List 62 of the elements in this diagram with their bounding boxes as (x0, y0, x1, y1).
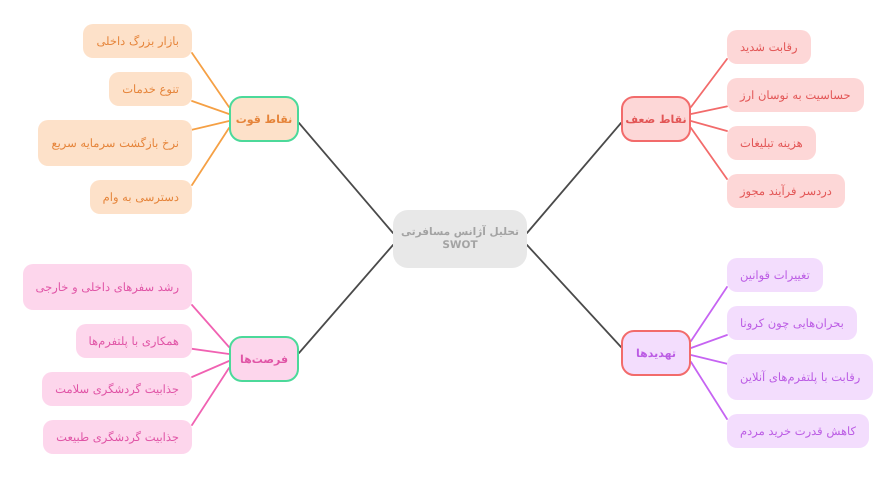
factor-card (727, 306, 857, 340)
factor-card (727, 258, 823, 292)
factor-label: هزینه تبلیغات (740, 136, 803, 150)
connector-line (690, 334, 728, 349)
category-label: تهدیدها (636, 346, 676, 360)
factor-card (22, 264, 192, 310)
factor-card (727, 30, 811, 64)
factor-card (83, 24, 192, 58)
category-card (229, 96, 299, 142)
category-label: فرصت‌ها (240, 352, 288, 366)
factor-card (727, 414, 870, 448)
factor-label: بحران‌هایی چون کرونا (740, 316, 844, 330)
factor-label: تغییرات قوانین (740, 268, 810, 282)
factor-label: نرخ بازگشت سرمایه سریع (51, 136, 179, 150)
factor-label: همکاری با پلتفرم‌ها (88, 334, 179, 348)
factor-label: رشد سفرهای داخلی و خارجی (36, 280, 179, 294)
factor-label: بازار بزرگ داخلی (96, 34, 179, 48)
connector-line (191, 304, 230, 348)
factor-card (90, 180, 192, 214)
factor-card (109, 72, 192, 106)
factor-card (43, 420, 192, 454)
connector-line (191, 100, 230, 115)
connector-line (690, 127, 728, 180)
factor-card (42, 372, 192, 406)
connector-line (690, 120, 728, 132)
factor-label: کاهش قدرت خرید مردم (740, 424, 856, 438)
connector-line (526, 244, 622, 348)
factor-card (727, 126, 816, 160)
factor-card (727, 354, 874, 400)
factor-label: رقابت با پلتفرم‌های آنلاین (740, 370, 860, 384)
connector-line (191, 348, 230, 355)
factor-card (727, 174, 845, 208)
connector-line (191, 52, 230, 108)
connector-line (690, 106, 728, 115)
connector-line (690, 354, 728, 365)
connector-line (191, 127, 230, 186)
category-card (621, 96, 691, 142)
category-label: نقاط قوت (236, 112, 292, 126)
factor-card (38, 120, 192, 166)
central-topic-card (393, 210, 527, 268)
connector-line (690, 361, 728, 420)
connector-line (191, 367, 230, 426)
factor-label: تنوع خدمات (122, 82, 179, 96)
factor-card (727, 78, 864, 112)
factor-label: جذابیت گردشگری سلامت (55, 382, 179, 396)
connector-line (191, 120, 230, 131)
factor-label: جذابیت گردشگری طبیعت (56, 430, 179, 444)
factor-label: دسترسی به وام (102, 190, 179, 204)
connector-line (526, 122, 622, 234)
connector-line (191, 360, 230, 378)
connector-line (690, 58, 728, 108)
category-card (621, 330, 691, 376)
factor-label: حساسیت به نوسان ارز (740, 88, 851, 102)
central-topic-label: تحلیل آژانس مسافرتی SWOT (400, 226, 520, 252)
category-label: نقاط ضعف (625, 112, 687, 126)
connector-line (690, 286, 728, 342)
connector-line (298, 122, 394, 234)
factor-card (76, 324, 192, 358)
factor-label: دردسر فرآیند مجوز (740, 184, 832, 198)
category-card (229, 336, 299, 382)
factor-label: رقابت شدید (740, 40, 798, 54)
connector-line (298, 244, 394, 354)
